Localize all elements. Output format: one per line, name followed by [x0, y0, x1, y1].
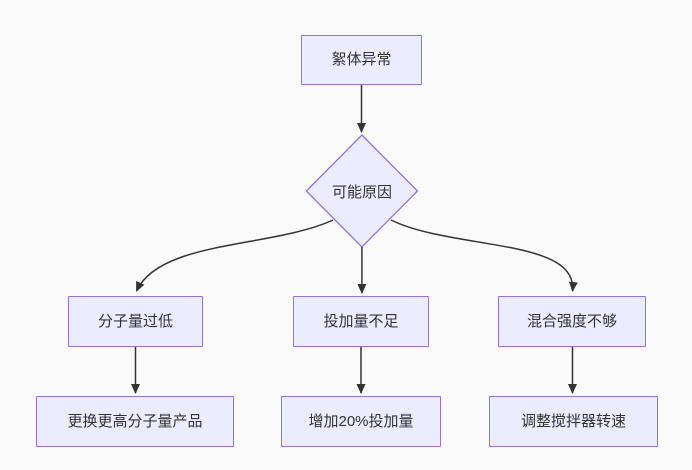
node-cause-insufficient-mixing: 混合强度不够: [498, 296, 646, 347]
node-floc-abnormal: 絮体异常: [301, 35, 422, 85]
node-cause-low-molecular-weight: 分子量过低: [68, 296, 203, 347]
node-action-replace-product: 更换更高分子量产品: [36, 396, 234, 447]
node-action-increase-dosage: 增加20%投加量: [281, 396, 441, 447]
edge-decision-cause1: [135, 219, 334, 292]
edge-decision-cause3: [390, 219, 578, 292]
node-possible-causes: 可能原因: [331, 183, 392, 201]
node-cause-insufficient-dosage: 投加量不足: [293, 296, 429, 347]
node-action-adjust-mixer-speed: 调整搅拌器转速: [489, 396, 658, 447]
